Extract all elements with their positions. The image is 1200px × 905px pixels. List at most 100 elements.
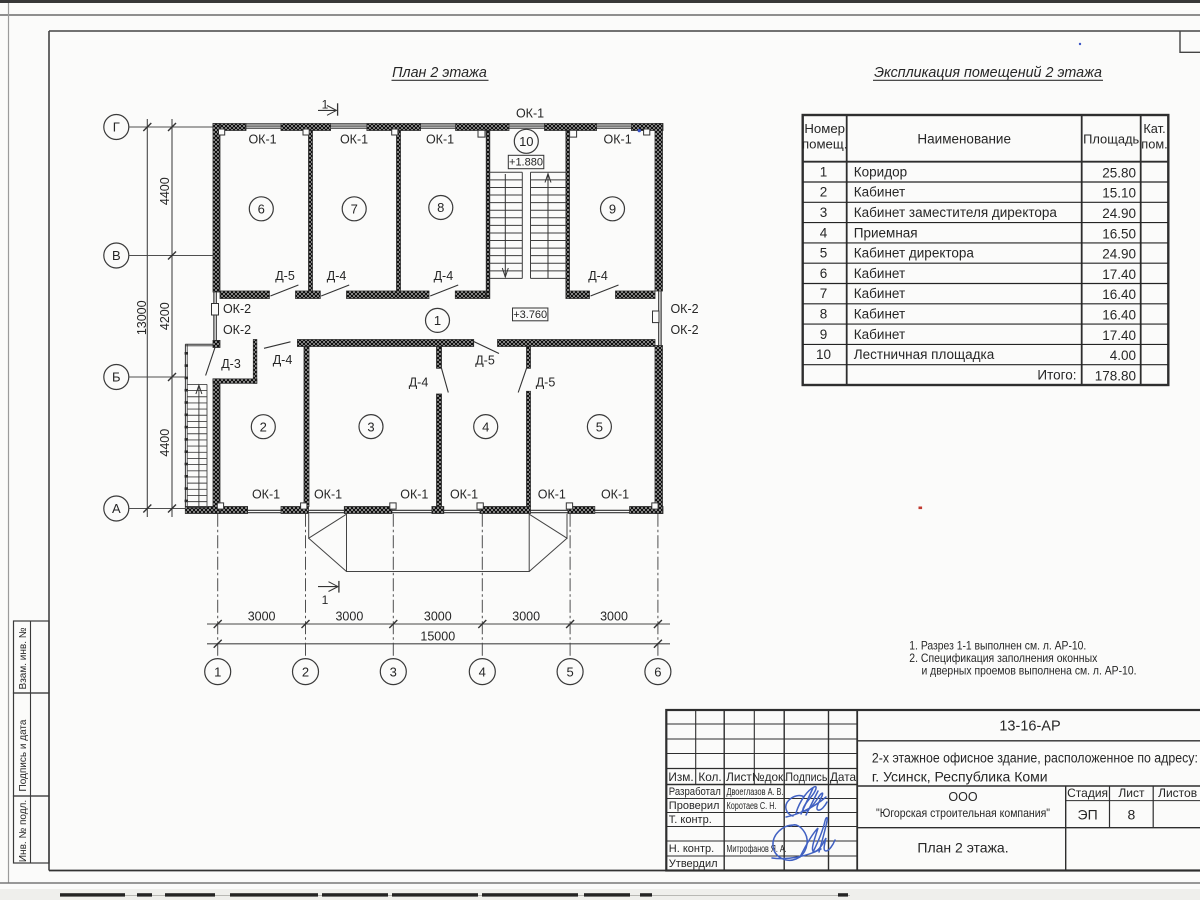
svg-text:Площадь: Площадь: [1083, 132, 1139, 147]
svg-text:9: 9: [820, 327, 828, 342]
svg-text:ОК-1: ОК-1: [252, 487, 280, 501]
svg-text:Д-5: Д-5: [536, 375, 556, 389]
svg-text:24.90: 24.90: [1102, 206, 1136, 221]
svg-text:4.00: 4.00: [1110, 348, 1136, 363]
svg-text:Утвердил: Утвердил: [669, 858, 718, 870]
svg-text:Д-4: Д-4: [273, 353, 293, 367]
svg-text:ОК-2: ОК-2: [223, 302, 251, 316]
svg-text:Кабинет: Кабинет: [854, 307, 905, 322]
svg-text:16.50: 16.50: [1102, 226, 1136, 241]
svg-text:Д-5: Д-5: [275, 269, 295, 283]
svg-text:+1.880: +1.880: [509, 157, 543, 169]
svg-text:10: 10: [816, 347, 831, 362]
svg-text:Изм.: Изм.: [668, 770, 693, 784]
svg-text:Лестничная площадка: Лестничная площадка: [854, 347, 995, 362]
svg-text:Кабинет: Кабинет: [854, 266, 905, 281]
svg-text:178.80: 178.80: [1095, 368, 1136, 383]
svg-text:13000: 13000: [135, 300, 149, 335]
svg-text:5: 5: [820, 246, 828, 261]
svg-text:Дата: Дата: [830, 770, 857, 784]
svg-text:Д-4: Д-4: [327, 269, 347, 283]
svg-text:Кабинет директора: Кабинет директора: [854, 246, 975, 261]
svg-text:Кол.: Кол.: [698, 770, 721, 784]
svg-text:г. Усинск, Республика Коми: г. Усинск, Республика Коми: [872, 769, 1048, 785]
svg-text:5: 5: [566, 664, 573, 679]
svg-text:15.10: 15.10: [1102, 186, 1136, 201]
svg-text:ОК-1: ОК-1: [604, 132, 632, 146]
svg-text:5: 5: [596, 419, 603, 434]
svg-text:16.40: 16.40: [1102, 308, 1136, 323]
svg-text:ООО: ООО: [948, 790, 977, 804]
svg-text:4: 4: [479, 664, 486, 679]
svg-text:Взам. инв. №: Взам. инв. №: [18, 627, 29, 689]
svg-text:16.40: 16.40: [1102, 287, 1136, 302]
svg-text:8: 8: [1128, 807, 1136, 823]
svg-text:Д-4: Д-4: [409, 375, 429, 389]
svg-text:и дверных проемов выполнена см: и дверных проемов выполнена см. л. АР-10…: [922, 665, 1137, 678]
svg-text:3000: 3000: [248, 610, 276, 624]
svg-text:17.40: 17.40: [1102, 328, 1136, 343]
svg-text:4: 4: [482, 419, 489, 434]
svg-text:Г: Г: [113, 120, 120, 135]
svg-text:ОК-1: ОК-1: [426, 132, 454, 146]
svg-text:4400: 4400: [158, 177, 172, 205]
svg-text:Кабинет заместителя директора: Кабинет заместителя директора: [854, 205, 1058, 220]
svg-text:Д-5: Д-5: [475, 353, 495, 367]
svg-text:помещ.: помещ.: [802, 137, 847, 152]
svg-text:Стадия: Стадия: [1067, 786, 1108, 800]
svg-text:ОК-1: ОК-1: [450, 487, 478, 501]
svg-text:ОК-1: ОК-1: [516, 107, 544, 121]
svg-text:Коротаев С. Н.: Коротаев С. Н.: [727, 801, 777, 812]
svg-text:8: 8: [820, 307, 828, 322]
svg-text:10: 10: [519, 134, 533, 149]
svg-text:Б: Б: [112, 370, 121, 385]
svg-text:3: 3: [367, 419, 374, 434]
svg-text:№док.: №док.: [752, 770, 787, 784]
svg-text:ОК-1: ОК-1: [248, 132, 276, 146]
svg-text:Д-4: Д-4: [588, 269, 608, 283]
svg-text:1: 1: [322, 593, 329, 607]
svg-text:1: 1: [820, 164, 828, 179]
svg-text:В: В: [112, 248, 121, 263]
svg-text:План 2 этажа: План 2 этажа: [392, 65, 487, 81]
svg-text:24.90: 24.90: [1102, 247, 1136, 262]
svg-text:ОК-1: ОК-1: [400, 487, 428, 501]
svg-text:1. Разрез 1-1 выполнен см. л.: 1. Разрез 1-1 выполнен см. л. АР-10.: [909, 640, 1086, 653]
svg-text:ОК-2: ОК-2: [223, 323, 251, 337]
svg-text:25.80: 25.80: [1102, 165, 1136, 180]
svg-text:Подпись и дата: Подпись и дата: [18, 719, 29, 791]
svg-text:3000: 3000: [512, 610, 540, 624]
svg-text:Т. контр.: Т. контр.: [669, 814, 712, 826]
svg-text:ОК-1: ОК-1: [601, 487, 629, 501]
svg-text:Инв. № подл.: Инв. № подл.: [18, 800, 29, 862]
svg-text:ОК-1: ОК-1: [340, 132, 368, 146]
svg-text:4: 4: [820, 225, 828, 240]
svg-text:3: 3: [390, 664, 397, 679]
svg-text:А: А: [112, 501, 121, 516]
svg-text:Н. контр.: Н. контр.: [669, 843, 714, 855]
svg-text:15000: 15000: [420, 629, 455, 643]
svg-text:3000: 3000: [335, 610, 363, 624]
svg-text:3000: 3000: [600, 610, 628, 624]
svg-text:1: 1: [214, 664, 221, 679]
svg-text:6: 6: [820, 266, 828, 281]
svg-text:Митрофанов Я. А.: Митрофанов Я. А.: [727, 843, 787, 855]
svg-text:2: 2: [820, 185, 828, 200]
svg-text:Д-3: Д-3: [221, 357, 241, 371]
svg-text:Лист: Лист: [726, 770, 752, 784]
svg-text:Кабинет: Кабинет: [854, 286, 905, 301]
svg-text:Наименование: Наименование: [917, 132, 1011, 147]
svg-text:13-16-АР: 13-16-АР: [999, 719, 1060, 735]
svg-text:4400: 4400: [158, 429, 172, 457]
svg-text:2: 2: [302, 664, 309, 679]
svg-text:Д-4: Д-4: [434, 269, 454, 283]
svg-text:6: 6: [258, 201, 265, 216]
svg-text:План 2 этажа.: План 2 этажа.: [917, 840, 1008, 856]
svg-text:4200: 4200: [158, 302, 172, 330]
svg-text:1: 1: [322, 98, 329, 112]
svg-text:Кабинет: Кабинет: [854, 185, 905, 200]
svg-text:2. Спецификация заполнения око: 2. Спецификация заполнения оконных: [909, 652, 1097, 665]
svg-text:17.40: 17.40: [1102, 267, 1136, 282]
svg-text:Кабинет: Кабинет: [854, 327, 905, 342]
svg-text:Экспликация помещений 2 этажа: Экспликация помещений 2 этажа: [874, 65, 1102, 81]
